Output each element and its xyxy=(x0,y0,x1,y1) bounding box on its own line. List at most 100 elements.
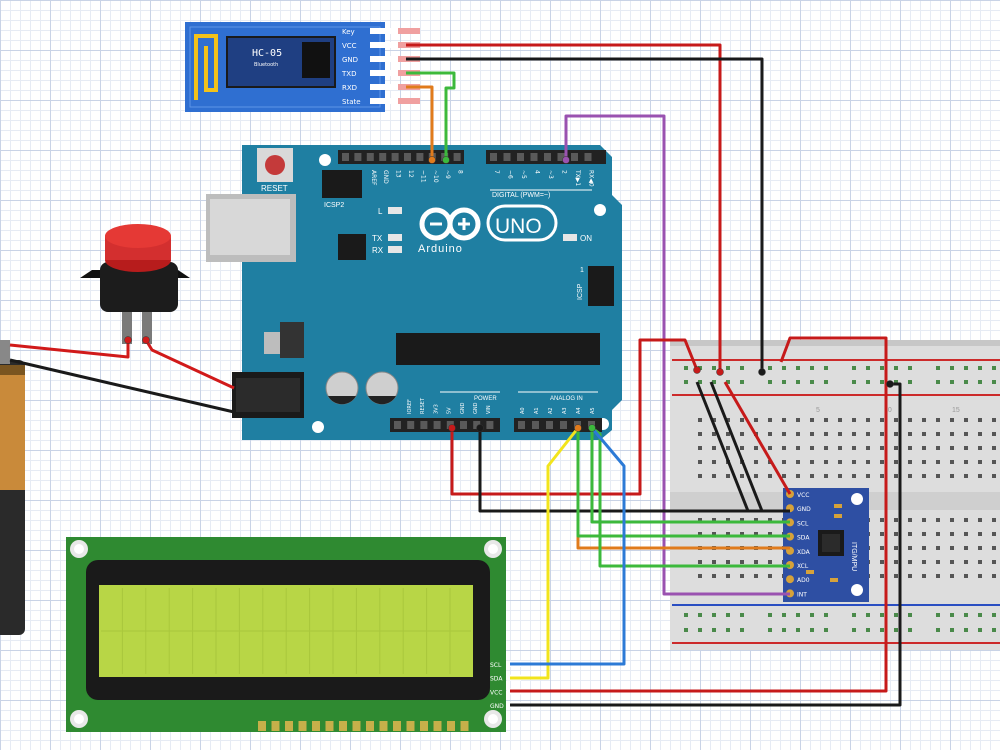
hc05-pin-label: RXD xyxy=(342,84,357,92)
rail-hole xyxy=(698,380,702,384)
header-hole xyxy=(557,153,565,161)
rail-hole xyxy=(768,366,772,370)
hc05-pin xyxy=(370,56,406,62)
breadboard-hole xyxy=(726,446,730,450)
breadboard-hole xyxy=(964,546,968,550)
breadboard-hole xyxy=(964,518,968,522)
breadboard-hole xyxy=(880,546,884,550)
breadboard-hole xyxy=(824,460,828,464)
breadboard-hole xyxy=(796,446,800,450)
rail-hole xyxy=(894,380,898,384)
mpu-pin-label: AD0 xyxy=(797,577,810,584)
header-hole xyxy=(379,153,387,161)
rail-hole xyxy=(880,613,884,617)
header-hole xyxy=(433,421,441,429)
wire-5v xyxy=(450,338,699,496)
breadboard-hole xyxy=(922,532,926,536)
rail-hole xyxy=(950,366,954,370)
lcd-pin xyxy=(460,721,469,731)
analog-pin-label: A1 xyxy=(534,407,540,414)
breadboard-hole xyxy=(768,446,772,450)
breadboard-hole xyxy=(992,518,996,522)
breadboard-hole xyxy=(950,560,954,564)
wire-rail-gnd-1 xyxy=(695,381,750,512)
rail-hole xyxy=(726,366,730,370)
rail-hole xyxy=(950,628,954,632)
breadboard-hole xyxy=(866,474,870,478)
wire-end xyxy=(588,424,596,432)
rail-hole xyxy=(894,628,898,632)
breadboard-hole xyxy=(740,560,744,564)
breadboard-hole xyxy=(740,474,744,478)
rail-hole xyxy=(992,366,996,370)
hc05-pin-label: TXD xyxy=(341,70,356,78)
digital-pin-label: 8 xyxy=(457,170,464,174)
rail-hole xyxy=(810,366,814,370)
breadboard-hole xyxy=(950,532,954,536)
rail-hole xyxy=(712,366,716,370)
breadboard-hole xyxy=(922,432,926,436)
breadboard-hole xyxy=(754,418,758,422)
digital-pin-label: 12 xyxy=(407,170,414,178)
breadboard-hole xyxy=(810,432,814,436)
rail-hole xyxy=(782,366,786,370)
digital-pin-label: TX▶1 xyxy=(574,169,581,186)
breadboard-hole xyxy=(866,446,870,450)
breadboard-hole xyxy=(964,474,968,478)
breadboard-hole xyxy=(754,474,758,478)
breadboard-hole xyxy=(712,474,716,478)
breadboard-hole xyxy=(894,518,898,522)
rail-hole xyxy=(810,380,814,384)
mpu-pin-label: SCL xyxy=(797,520,809,527)
breadboard-hole xyxy=(908,418,912,422)
breadboard-hole xyxy=(712,560,716,564)
wire-end xyxy=(124,336,132,344)
breadboard-hole xyxy=(922,574,926,578)
power-pin-label: 3V3 xyxy=(433,404,439,414)
header-hole xyxy=(453,153,461,161)
breadboard-hole xyxy=(880,574,884,578)
rail-hole xyxy=(964,628,968,632)
breadboard-hole xyxy=(726,560,730,564)
lcd-pin xyxy=(352,721,361,731)
breadboard-hole xyxy=(726,432,730,436)
rail-hole xyxy=(726,613,730,617)
rail-hole xyxy=(782,613,786,617)
power-pin-label: IOREF xyxy=(407,399,413,414)
breadboard-hole xyxy=(754,518,758,522)
header-hole xyxy=(354,153,362,161)
rail-hole xyxy=(992,613,996,617)
breadboard-hole xyxy=(824,432,828,436)
breadboard-hole xyxy=(810,474,814,478)
breadboard-hole xyxy=(782,446,786,450)
board-brand: Arduino xyxy=(418,243,463,255)
breadboard-hole xyxy=(810,446,814,450)
breadboard-hole xyxy=(852,432,856,436)
led-l-label: L xyxy=(378,207,383,216)
breadboard-hole xyxy=(768,574,772,578)
wire-mpu-int xyxy=(564,114,790,596)
hc05-pin-tip xyxy=(398,98,420,104)
lcd-i2c-pin-label: VCC xyxy=(490,689,502,696)
breadboard-hole xyxy=(894,446,898,450)
breadboard-hole xyxy=(978,518,982,522)
breadboard-hole xyxy=(796,432,800,436)
header-hole xyxy=(391,153,399,161)
mpu-pin-label: XCL xyxy=(797,563,809,570)
breadboard-col-10: 10 xyxy=(884,407,892,414)
power-pin-label: GND xyxy=(460,402,466,414)
rail-hole xyxy=(782,380,786,384)
breadboard-hole xyxy=(908,574,912,578)
breadboard-hole xyxy=(852,474,856,478)
rail-hole xyxy=(684,380,688,384)
breadboard-hole xyxy=(950,474,954,478)
breadboard-hole xyxy=(852,446,856,450)
breadboard-col-15: 15 xyxy=(952,407,960,414)
breadboard-hole xyxy=(712,460,716,464)
breadboard-hole xyxy=(950,518,954,522)
header-hole xyxy=(532,421,539,429)
rail-hole xyxy=(782,628,786,632)
breadboard-hole xyxy=(824,418,828,422)
wire-end xyxy=(428,156,436,164)
